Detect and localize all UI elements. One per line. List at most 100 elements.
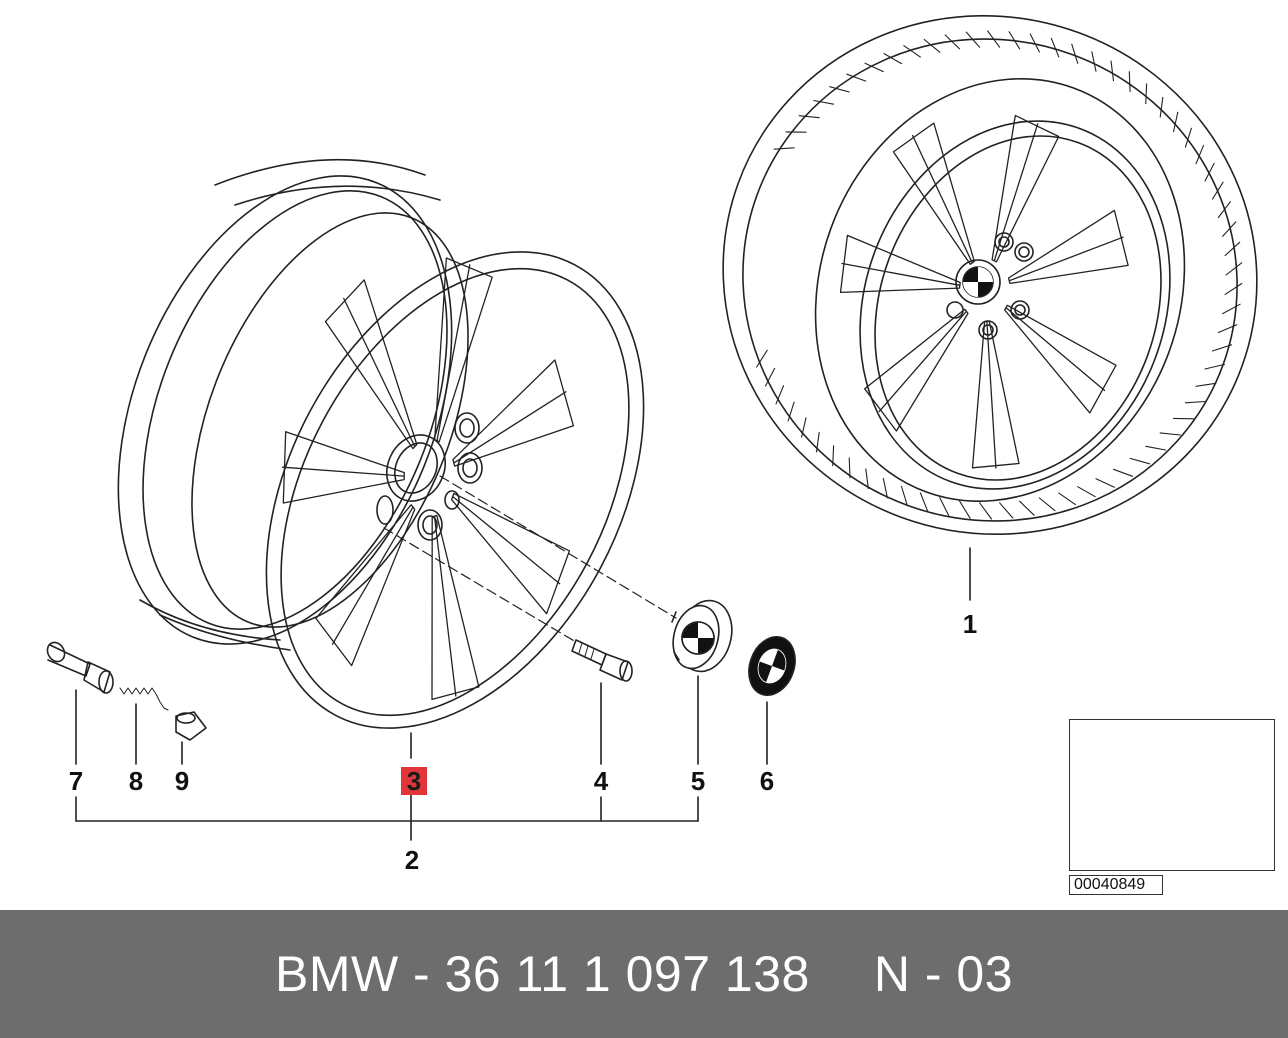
tread-mark <box>1184 400 1207 404</box>
tread-mark <box>1129 457 1151 465</box>
spoke <box>450 492 571 615</box>
tread-mark <box>883 53 903 65</box>
callout-2[interactable]: 2 <box>404 845 420 875</box>
spoke-ridge <box>911 134 973 264</box>
tread-mark <box>1058 492 1076 506</box>
callout-4[interactable]: 4 <box>593 766 609 796</box>
tread-mark <box>846 73 867 82</box>
tread-mark <box>1145 445 1167 451</box>
tread-mark <box>1077 486 1096 498</box>
tread-mark <box>965 31 981 48</box>
tread-mark <box>756 349 768 368</box>
spoke <box>864 308 969 432</box>
tread-mark <box>775 385 785 405</box>
footer-bar: BMW - 36 11 1 097 138 N - 03 <box>0 910 1288 1038</box>
callout-6[interactable]: 6 <box>759 766 775 796</box>
tread-mark <box>1029 33 1040 53</box>
reference-code: 00040849 <box>1069 875 1163 895</box>
tread-mark <box>944 34 961 50</box>
spoke <box>282 431 405 504</box>
valve-parts-drawing <box>46 641 207 765</box>
spoke-ridge <box>452 495 561 585</box>
spoke <box>1004 304 1117 414</box>
complete-wheel-drawing <box>722 15 1258 601</box>
callout-3-highlighted[interactable]: 3 <box>401 767 427 795</box>
tread-mark <box>1050 37 1060 58</box>
tread-mark <box>1211 344 1233 352</box>
spoke <box>324 279 418 450</box>
tread-mark <box>864 62 884 73</box>
callout-9[interactable]: 9 <box>174 766 190 796</box>
callout-7[interactable]: 7 <box>68 766 84 796</box>
tread-mark <box>919 492 929 513</box>
spoke <box>452 359 575 467</box>
footer-text: BMW - 36 11 1 097 138 N - 03 <box>0 910 1288 1038</box>
tread-mark <box>1112 468 1134 477</box>
part-number: BMW - 36 11 1 097 138 <box>274 946 810 1002</box>
wheel-bolt-drawing <box>571 639 633 765</box>
spoke-ridge <box>343 297 416 448</box>
spoke <box>892 122 975 265</box>
tread-mark <box>1159 432 1181 436</box>
tread-mark <box>1195 144 1205 165</box>
tread-mark <box>813 99 835 105</box>
callout-5[interactable]: 5 <box>690 766 706 796</box>
tread-mark <box>848 457 851 479</box>
spoke-ridge <box>1008 236 1124 282</box>
tread-mark <box>1195 382 1217 387</box>
spoke-ridge <box>331 506 414 645</box>
spoke-ridge <box>1005 307 1106 392</box>
tread-mark <box>764 367 776 387</box>
spoke <box>434 257 493 443</box>
callout-1[interactable]: 1 <box>962 609 978 639</box>
tread-mark <box>787 401 795 422</box>
tread-mark <box>1091 51 1097 72</box>
spoke-ridge <box>986 320 997 469</box>
callout-8[interactable]: 8 <box>128 766 144 796</box>
tread-mark <box>923 38 941 53</box>
tread-mark <box>987 30 1001 48</box>
spoke-ridge <box>878 310 967 413</box>
tread-mark <box>979 502 993 520</box>
emblem-drawing <box>748 636 796 765</box>
tread-mark <box>1224 282 1243 295</box>
spoke <box>839 234 961 294</box>
tread-mark <box>1204 162 1215 182</box>
tread-mark <box>903 45 921 58</box>
spoke-ridge <box>841 262 961 286</box>
tread-mark <box>1159 96 1164 118</box>
tread-mark <box>999 502 1014 519</box>
spoke <box>1007 209 1129 285</box>
tread-mark <box>959 500 971 519</box>
tread-mark <box>1184 127 1192 148</box>
tread-mark <box>1071 43 1079 64</box>
tread-mark <box>1225 262 1243 276</box>
diagram-drawing <box>46 15 1271 857</box>
tread-mark <box>1217 324 1238 334</box>
tread-mark <box>1222 303 1241 315</box>
tread-mark <box>900 485 908 507</box>
spoke-ridge <box>433 515 457 697</box>
tread-mark <box>865 468 869 490</box>
parts-diagram: 1 2 3 4 5 6 7 8 9 00040849 <box>46 15 1275 895</box>
tread-mark <box>1211 181 1224 200</box>
tread-mark <box>1095 478 1115 488</box>
tread-mark <box>1128 71 1131 93</box>
tread-mark <box>815 431 820 453</box>
spoke-ridge <box>281 466 405 477</box>
spoke <box>991 114 1060 263</box>
tread-mark <box>1217 201 1231 219</box>
tread-mark <box>798 115 820 119</box>
spoke <box>431 514 480 701</box>
diagram-position: N - 03 <box>873 946 1014 1002</box>
tread-mark <box>1019 500 1035 516</box>
tread-mark <box>801 417 807 438</box>
tread-mark <box>1008 31 1021 50</box>
tread-mark <box>1172 111 1179 133</box>
tread-mark <box>1038 497 1056 512</box>
rim-drawing <box>117 158 645 759</box>
tread-mark <box>1222 221 1237 237</box>
reference-thumbnail-frame <box>1069 719 1275 871</box>
tread-mark <box>832 445 835 467</box>
tread-mark <box>773 147 795 150</box>
